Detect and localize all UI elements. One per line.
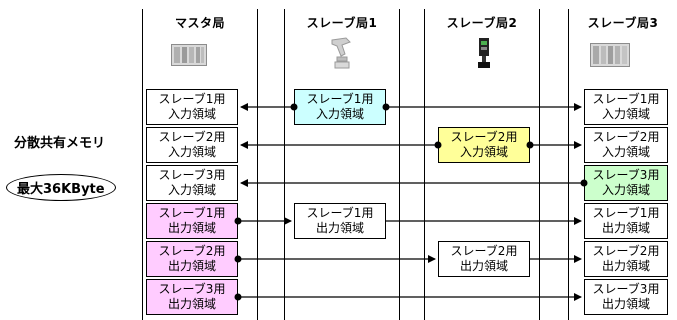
lane-title-slave1: スレーブ局1 (306, 16, 378, 30)
slave1-area-box: スレーブ1用 出力領域 (294, 203, 386, 239)
area-line1: スレーブ2用 (592, 244, 660, 258)
area-line1: スレーブ3用 (592, 282, 660, 296)
area-line1: スレーブ3用 (592, 168, 660, 182)
source-dot (290, 103, 298, 111)
robot-arm-icon (331, 37, 351, 69)
source-dot (234, 255, 242, 263)
area-line1: スレーブ1用 (306, 92, 374, 106)
area-line1: スレーブ1用 (306, 206, 374, 220)
lane-title-slave3: スレーブ局3 (587, 16, 659, 30)
lane-master: マスタ局 (142, 9, 258, 320)
area-line1: スレーブ1用 (592, 92, 660, 106)
area-line2: 出力領域 (601, 221, 650, 235)
source-dot (234, 293, 242, 301)
lane-title-slave2: スレーブ局2 (446, 16, 518, 30)
source-dot (382, 103, 390, 111)
sensor-device-icon (478, 38, 490, 68)
area-line2: 入力領域 (167, 107, 216, 121)
master-plc-rack-icon (171, 44, 207, 66)
master-area-box: スレーブ1用 出力領域 (146, 203, 238, 239)
max-size-capsule: 最大36KByte (6, 174, 116, 201)
area-line2: 入力領域 (167, 145, 216, 159)
area-line2: 入力領域 (601, 183, 650, 197)
area-line2: 出力領域 (167, 297, 216, 311)
area-line2: 入力領域 (315, 107, 364, 121)
area-line2: 入力領域 (167, 183, 216, 197)
slave3-area-box: スレーブ1用 入力領域 (584, 89, 668, 125)
master-area-box: スレーブ2用 出力領域 (146, 241, 238, 277)
area-line1: スレーブ1用 (158, 206, 226, 220)
area-line2: 出力領域 (601, 297, 650, 311)
master-area-box: スレーブ3用 入力領域 (146, 165, 238, 201)
area-line1: スレーブ1用 (592, 206, 660, 220)
area-line1: スレーブ1用 (158, 92, 226, 106)
slave3-area-box: スレーブ2用 出力領域 (584, 241, 668, 277)
lane-slave1: スレーブ局1 (284, 9, 400, 320)
area-line2: 出力領域 (601, 259, 650, 273)
source-dot (434, 141, 442, 149)
area-line1: スレーブ2用 (450, 130, 518, 144)
master-area-box: スレーブ1用 入力領域 (146, 89, 238, 125)
master-area-box: スレーブ3用 出力領域 (146, 279, 238, 315)
slave3-area-box: スレーブ3用 出力領域 (584, 279, 668, 315)
lane-slave2: スレーブ局2 (424, 9, 540, 320)
slave3-plc-rack-icon (590, 43, 630, 67)
area-line1: スレーブ2用 (592, 130, 660, 144)
area-line1: スレーブ2用 (450, 244, 518, 258)
area-line2: 出力領域 (167, 221, 216, 235)
slave3-area-box: スレーブ3用 入力領域 (584, 165, 668, 201)
slave3-area-box: スレーブ2用 入力領域 (584, 127, 668, 163)
source-dot (526, 141, 534, 149)
area-line1: スレーブ3用 (158, 282, 226, 296)
master-area-box: スレーブ2用 入力領域 (146, 127, 238, 163)
source-dot (234, 217, 242, 225)
area-line2: 入力領域 (601, 107, 650, 121)
lane-slave3: スレーブ局3 (568, 9, 677, 320)
shared-memory-label: 分散共有メモリ (14, 136, 106, 151)
area-line2: 出力領域 (459, 259, 508, 273)
area-line2: 出力領域 (315, 221, 364, 235)
source-dot (580, 179, 588, 187)
area-line1: スレーブ2用 (158, 130, 226, 144)
area-line1: スレーブ3用 (158, 168, 226, 182)
area-line2: 入力領域 (459, 145, 508, 159)
lane-title-master: マスタ局 (174, 16, 225, 30)
slave1-area-box: スレーブ1用 入力領域 (294, 89, 386, 125)
area-line2: 出力領域 (167, 259, 216, 273)
area-line2: 入力領域 (601, 145, 650, 159)
slave3-area-box: スレーブ1用 出力領域 (584, 203, 668, 239)
slave2-area-box: スレーブ2用 出力領域 (438, 241, 530, 277)
area-line1: スレーブ2用 (158, 244, 226, 258)
